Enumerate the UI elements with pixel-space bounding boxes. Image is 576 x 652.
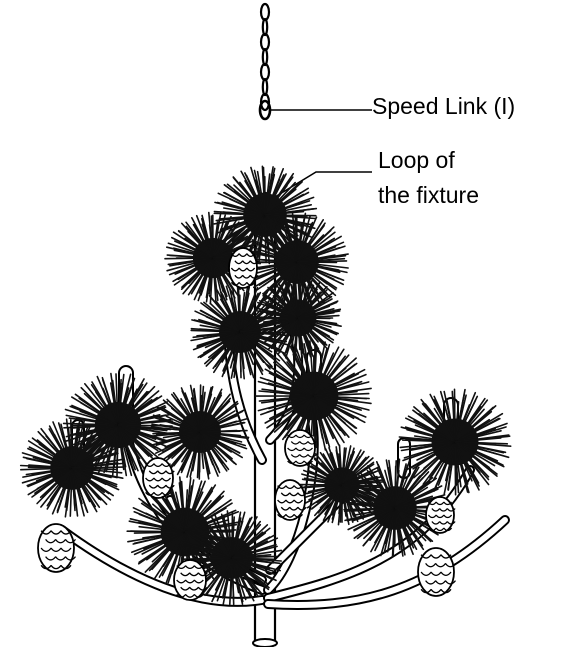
chain-icon bbox=[260, 4, 270, 119]
pine-cluster-icon bbox=[399, 389, 510, 494]
fixture-loop-label-line1: Loop of bbox=[378, 146, 455, 174]
fixture-loop-label-line2: the fixture bbox=[378, 181, 479, 209]
pinecone-icon bbox=[285, 430, 316, 466]
pinecone-icon bbox=[418, 548, 456, 596]
pinecone-icon bbox=[38, 524, 76, 572]
pinecone-icon bbox=[426, 497, 455, 533]
speed-link-label: Speed Link (I) bbox=[372, 92, 515, 120]
pinecone-icon bbox=[275, 480, 306, 520]
pinecone-icon bbox=[143, 458, 174, 498]
pine-cluster-icon bbox=[21, 419, 124, 517]
pinecone-icon bbox=[229, 248, 258, 288]
pinecone-icon bbox=[174, 560, 207, 600]
